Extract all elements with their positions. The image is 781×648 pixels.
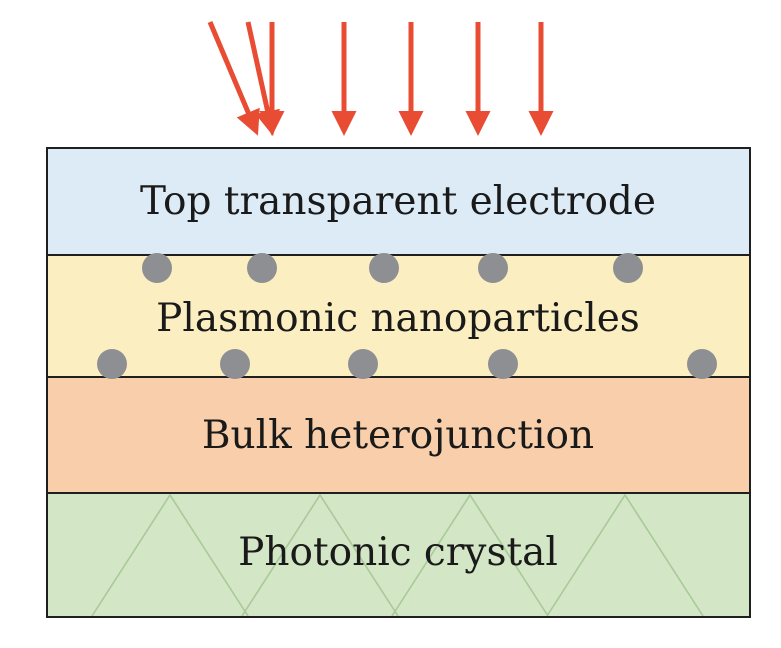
nanoparticle [348,349,378,379]
nanoparticle [488,349,518,379]
nanoparticle [369,253,399,283]
crystal-triangle [391,493,549,617]
incident-light-arrows [207,21,554,136]
nanoparticle [220,349,250,379]
nanoparticle [97,349,127,379]
nanoparticle [247,253,277,283]
crystal-triangle [241,493,399,617]
electrode-layer-label: Top transparent electrode [140,179,656,224]
crystal-triangle [546,493,704,617]
nanoparticle [613,253,643,283]
electrode-layer [47,148,750,255]
nanoparticle [687,349,717,379]
photonic-crystal-pattern [91,493,704,617]
nanoparticle [142,253,172,283]
nanoparticle-layer-label: Plasmonic nanoparticles [156,296,640,341]
crystal-triangle [91,493,249,617]
nanoparticles [97,253,717,379]
heterojunction-layer-label: Bulk heterojunction [202,413,594,458]
heterojunction-layer [47,377,750,493]
nanoparticle [478,253,508,283]
photonic-crystal-layer [47,493,750,617]
photonic-crystal-layer-label: Photonic crystal [238,530,558,575]
light-arrow [207,21,260,136]
